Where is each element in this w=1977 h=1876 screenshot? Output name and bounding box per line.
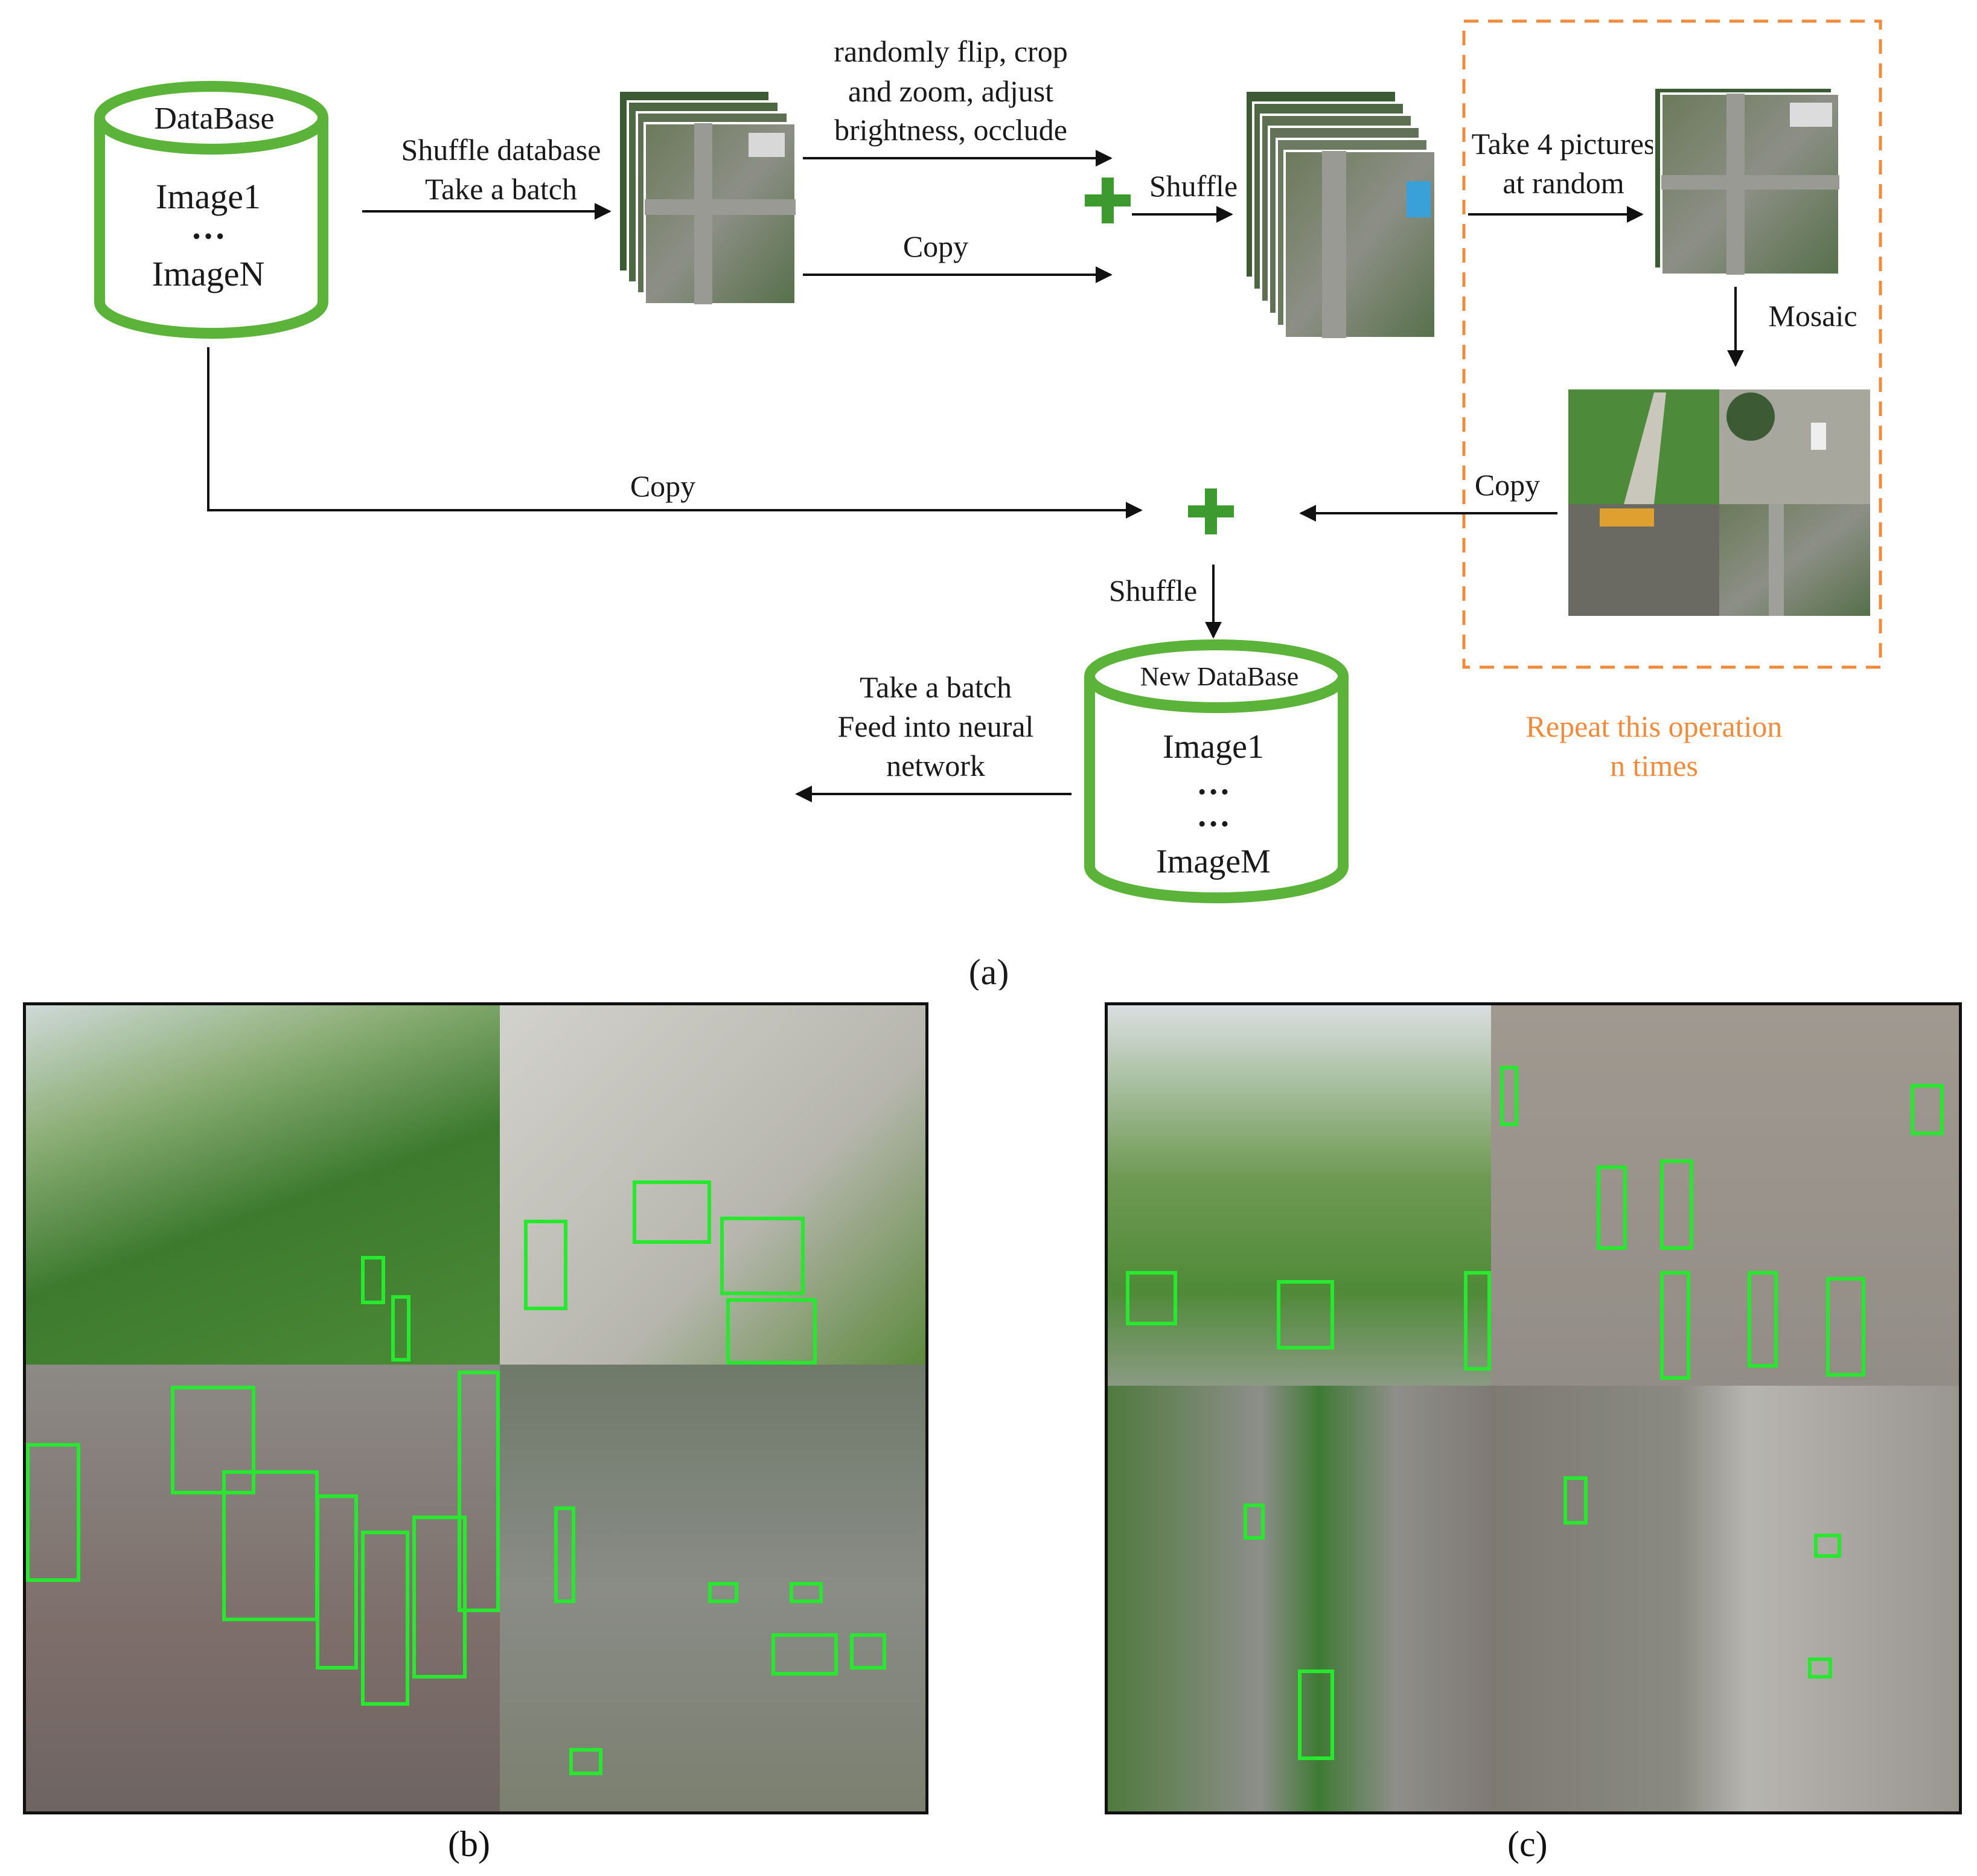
new-database-dots-2: … [1196,796,1230,834]
plus-icon-merge-1 [1085,178,1131,223]
detection-box [720,1217,805,1295]
detection-box [633,1180,711,1244]
database-imageN: ImageN [152,254,265,293]
caption-a: (a) [969,952,1009,990]
detection-box [1277,1280,1334,1349]
detection-box [391,1295,410,1362]
detection-box [222,1470,319,1621]
label-mosaic: Mosaic [1768,299,1857,333]
quad-parking-lot [500,1005,925,1365]
mosaic-image [1568,389,1870,616]
detection-box [1911,1084,1944,1135]
detection-box [790,1582,823,1603]
detection-box [171,1386,255,1494]
detection-box [850,1633,886,1670]
detection-box [361,1256,385,1304]
label-copy-top: Copy [903,229,968,263]
label-copy-right: Copy [1475,468,1540,502]
caption-b: (b) [448,1824,490,1864]
detection-box [1814,1534,1841,1558]
detection-box [1660,1271,1690,1380]
label-augment-1: randomly flip, crop [834,34,1067,68]
detection-box [569,1748,602,1775]
detection-box [1563,1476,1588,1525]
image-batch-stack [618,89,797,306]
augmentation-flow-diagram: DataBase Image1 … ImageN Shuffle databas… [94,19,1882,990]
label-augment-3: brightness, occlude [834,113,1067,147]
detection-box [1126,1271,1177,1325]
label-network: network [886,749,985,783]
detection-box [708,1582,738,1603]
quad-plaza [1491,1005,1959,1386]
detection-box [1298,1670,1334,1760]
detection-box [458,1371,500,1612]
random-picture-stack [1653,86,1841,276]
new-database-imageM: ImageM [1156,843,1271,880]
label-take-4-pictures: Take 4 pictures [1472,127,1656,161]
detection-box [1748,1271,1778,1368]
detection-box [524,1220,567,1310]
label-shuffle-2: Shuffle [1109,574,1197,607]
detection-box [771,1633,838,1676]
label-shuffle-database: Shuffle database [401,133,601,167]
quad-intersection [500,1365,925,1811]
plus-icon-merge-2 [1188,488,1234,534]
detection-box [726,1298,817,1365]
label-augment-2: and zoom, adjust [848,74,1053,108]
label-take-a-batch: Take a batch [425,172,577,206]
label-at-random: at random [1503,166,1624,200]
database-image1: Image1 [156,177,261,216]
label-n-times: n times [1610,749,1698,783]
label-shuffle-1: Shuffle [1149,169,1238,203]
panel-c-mosaic-detections [1105,1002,1962,1814]
detection-box [361,1531,409,1706]
label-repeat-operation: Repeat this operation [1526,709,1783,743]
label-feed-into-neural: Feed into neural [838,709,1034,743]
panel-b-mosaic-detections [23,1002,928,1814]
detection-box [1244,1503,1265,1540]
database-title: DataBase [154,101,274,136]
quad-riverbank [26,1005,500,1365]
new-database-dots-1: … [1196,764,1230,802]
detection-box [316,1494,358,1670]
new-database-cylinder [1084,639,1349,903]
database-cylinder [94,81,328,339]
new-database-image1: Image1 [1163,728,1264,766]
detection-box [1500,1066,1518,1126]
label-take-a-batch-2: Take a batch [860,670,1012,704]
caption-c: (c) [1507,1824,1548,1864]
label-copy-mid: Copy [630,469,695,503]
detection-box [1597,1165,1627,1250]
detection-box [1464,1271,1491,1371]
new-database-title: New DataBase [1140,662,1299,691]
shuffled-image-stack [1244,89,1437,339]
detection-box [1660,1159,1693,1250]
arrow-copy-db [207,347,1143,519]
detection-box [1808,1657,1832,1679]
detection-box [1826,1277,1865,1377]
detection-box [26,1443,80,1582]
detection-box [554,1506,575,1603]
detection-box [412,1516,467,1679]
quad-street-buildings [1491,1386,1959,1811]
database-dots: … [191,207,226,246]
quad-street-people [26,1365,500,1811]
